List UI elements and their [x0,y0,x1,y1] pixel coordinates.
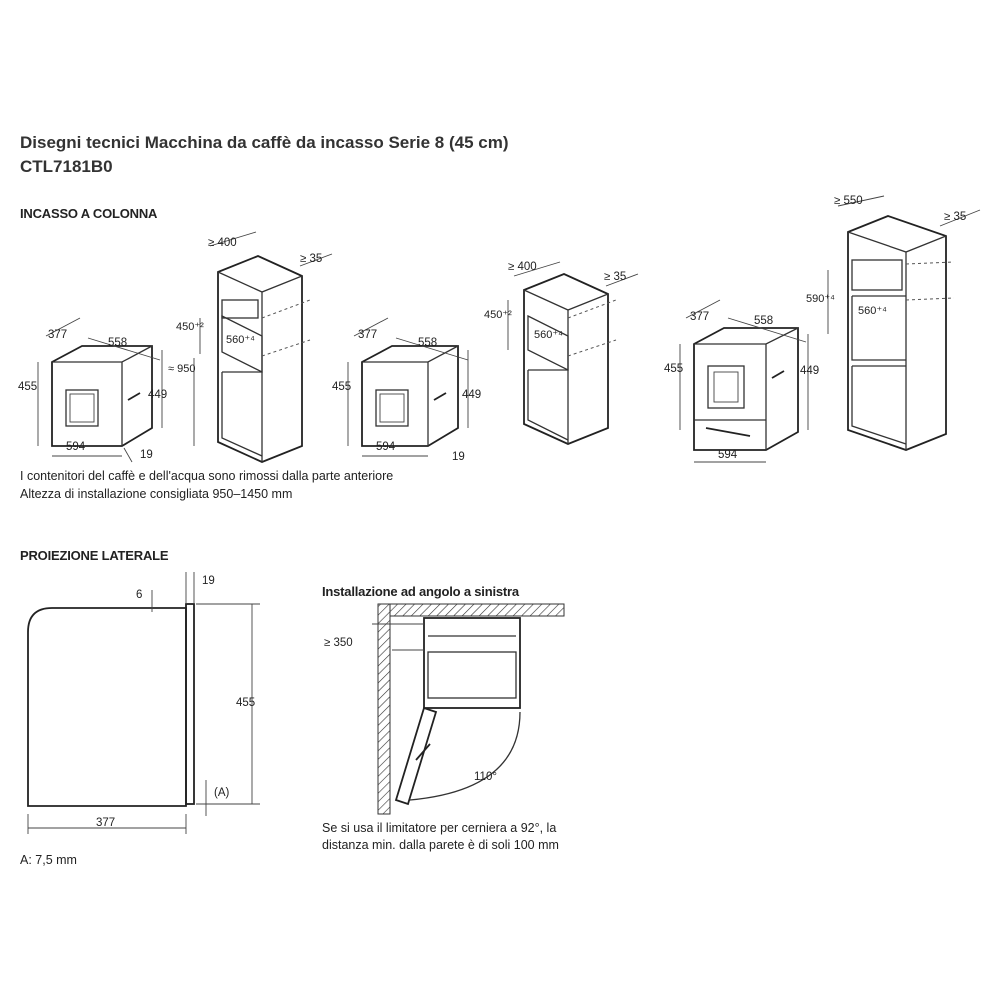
dim-width-top-1: 558 [108,337,127,349]
dim-height-inner-3: 449 [800,365,819,377]
corner-min-distance: ≥ 350 [324,637,353,649]
dim-height-3: 455 [664,363,683,375]
side-section-heading: PROIEZIONE LATERALE [20,548,169,563]
corner-section-heading: Installazione ad angolo a sinistra [322,584,520,599]
appliance-drawing-1 [37,317,163,463]
side-note-a: A: 7,5 mm [20,853,77,867]
dim-cab2-depth: ≥ 400 [508,261,537,273]
dim-front-2: 19 [452,451,465,463]
side-dim-377: 377 [96,817,115,829]
dim-width-top-3: 558 [754,315,773,327]
dim-cab3-niche-h: 590⁺⁴ [806,293,835,305]
corner-note-2: distanza min. dalla parete è di soli 100… [322,838,559,852]
dim-cab3-niche-w: 560⁺⁴ [858,305,887,317]
dim-cab2-niche-h: 450⁺² [484,309,512,321]
dim-width-bottom-2: 594 [376,441,396,453]
side-marker-a: (A) [214,787,230,799]
dim-front-1: 19 [140,449,153,461]
side-dim-455: 455 [236,697,255,709]
cabinet-drawing-2 [507,261,639,445]
dim-height-inner-1: 449 [148,389,167,401]
dim-depth-3: 377 [690,311,709,323]
dim-width-bottom-1: 594 [66,441,86,453]
corner-note-1: Se si usa il limitatore per cerniera a 9… [322,821,556,835]
dim-width-top-2: 558 [418,337,437,349]
dim-width-bottom-3: 594 [718,449,738,461]
cabinet-drawing-1 [193,231,333,463]
cabinet-drawing-3 [827,195,981,451]
corner-installation-drawing [372,603,565,815]
corner-angle: 110° [474,771,497,783]
page-title: Disegni tecnici Macchina da caffè da inc… [20,133,508,152]
dim-height-2: 455 [332,381,351,393]
side-projection-drawing [27,572,260,834]
dim-cab1-install-h: ≈ 950 [168,363,195,375]
dim-depth-2: 377 [358,329,377,341]
dim-height-inner-2: 449 [462,389,481,401]
dim-depth-1: 377 [48,329,67,341]
dim-cab3-depth: ≥ 550 [834,195,863,207]
dim-cab1-niche-h: 450⁺² [176,321,204,333]
column-note-2: Altezza di installazione consigliata 950… [20,487,292,501]
dim-height-1: 455 [18,381,37,393]
dim-cab1-gap: ≥ 35 [300,253,322,265]
appliance-drawing-2 [347,317,469,457]
column-note-1: I contenitori del caffè e dell'acqua son… [20,469,393,483]
dim-cab1-niche-w: 560⁺⁴ [226,334,255,346]
dim-cab3-gap: ≥ 35 [944,211,966,223]
side-dim-19: 19 [202,575,215,587]
dim-cab2-niche-w: 560⁺⁴ [534,329,563,341]
dim-cab1-depth: ≥ 400 [208,237,237,249]
dim-cab2-gap: ≥ 35 [604,271,626,283]
column-section-heading: INCASSO A COLONNA [20,206,158,221]
appliance-drawing-3 [679,299,809,463]
side-dim-6: 6 [136,589,142,601]
model-code: CTL7181B0 [20,157,113,176]
